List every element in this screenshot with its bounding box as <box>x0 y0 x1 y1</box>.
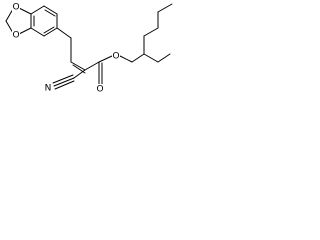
chemical-structure: O O N O O <box>5 2 173 95</box>
atom-bg-o-ester <box>112 51 120 61</box>
bond-ring-6 <box>30 27 45 37</box>
atom-bg-n <box>43 83 52 93</box>
atom-oxygen-left: O <box>12 31 19 41</box>
atom-bg-o-top <box>12 2 20 12</box>
bond-ring-5-inner <box>43 26 55 34</box>
bond-ester-o <box>98 55 113 63</box>
bond-ch-ethyl-1 <box>143 53 159 63</box>
bond-o1-ring <box>18 7 32 15</box>
bond-ch2-o2 <box>5 20 14 34</box>
bond-o1-ch2 <box>5 8 14 22</box>
atom-labels: O O N O O <box>12 2 120 95</box>
bond-ring-2 <box>30 5 45 15</box>
bond-ch2-ch <box>131 53 145 63</box>
bond-ring-3 <box>43 5 58 15</box>
bond-butyl-2 <box>143 27 159 37</box>
atom-bg-o-carbonyl <box>96 84 104 94</box>
bonds <box>5 3 173 90</box>
bond-alkene <box>70 61 86 71</box>
atom-oxygen-top: O <box>12 3 19 13</box>
bond-ring-to-vinyl <box>56 27 72 39</box>
bond-ring-5 <box>43 27 58 37</box>
bond-nitrile-2 <box>54 80 75 90</box>
bond-o-ch2 <box>119 55 133 63</box>
bond-o2-ring <box>18 27 32 35</box>
bond-c-carbonyl <box>84 61 100 71</box>
bond-butyl-4 <box>157 3 173 13</box>
atom-nitrogen: N <box>45 84 52 94</box>
atom-carbonyl-oxygen: O <box>96 85 103 95</box>
bond-ethyl-2 <box>157 53 171 63</box>
bond-c-cn <box>73 69 86 79</box>
atom-ester-oxygen: O <box>112 52 119 62</box>
bond-nitrile-1 <box>53 77 75 87</box>
bond-nitrile-3 <box>52 74 74 84</box>
atom-bg-o-left <box>12 30 20 40</box>
bond-ring-3-inner <box>44 9 56 17</box>
